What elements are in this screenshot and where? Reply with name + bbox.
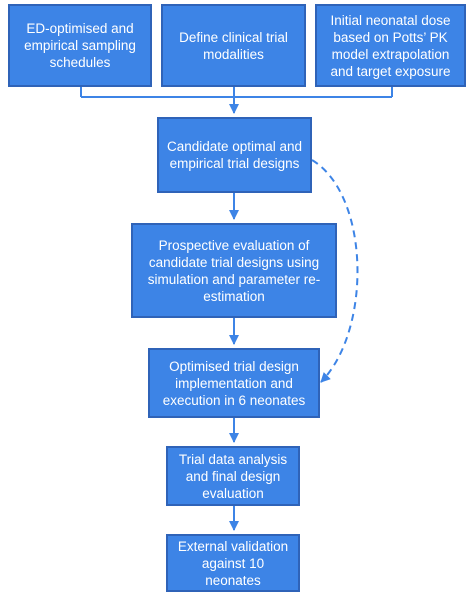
node-modalities: Define clinical trial modalities bbox=[161, 4, 306, 87]
node-validation: External validation against 10 neonates bbox=[166, 534, 300, 592]
node-sampling-label: ED-optimised and empirical sampling sche… bbox=[24, 21, 136, 70]
node-prospective: Prospective evaluation of candidate tria… bbox=[131, 223, 337, 318]
node-optimised-label: Optimised trial design implementation an… bbox=[162, 358, 306, 408]
node-validation-label: External validation against 10 neonates bbox=[177, 538, 289, 588]
node-modalities-label: Define clinical trial modalities bbox=[179, 29, 288, 62]
node-sampling: ED-optimised and empirical sampling sche… bbox=[8, 4, 152, 87]
node-analysis-label: Trial data analysis and final design eva… bbox=[178, 451, 288, 501]
node-dose: Initial neonatal dose based on Potts’ PK… bbox=[315, 4, 466, 87]
node-analysis: Trial data analysis and final design eva… bbox=[166, 446, 300, 506]
node-optimised: Optimised trial design implementation an… bbox=[148, 348, 320, 418]
node-candidate: Candidate optimal and empirical trial de… bbox=[157, 117, 312, 193]
node-candidate-label: Candidate optimal and empirical trial de… bbox=[166, 139, 303, 171]
arrow-candidate-to-optimised-dashed bbox=[311, 159, 359, 383]
node-prospective-label: Prospective evaluation of candidate tria… bbox=[147, 237, 321, 304]
node-dose-label: Initial neonatal dose based on Potts’ PK… bbox=[330, 12, 451, 79]
